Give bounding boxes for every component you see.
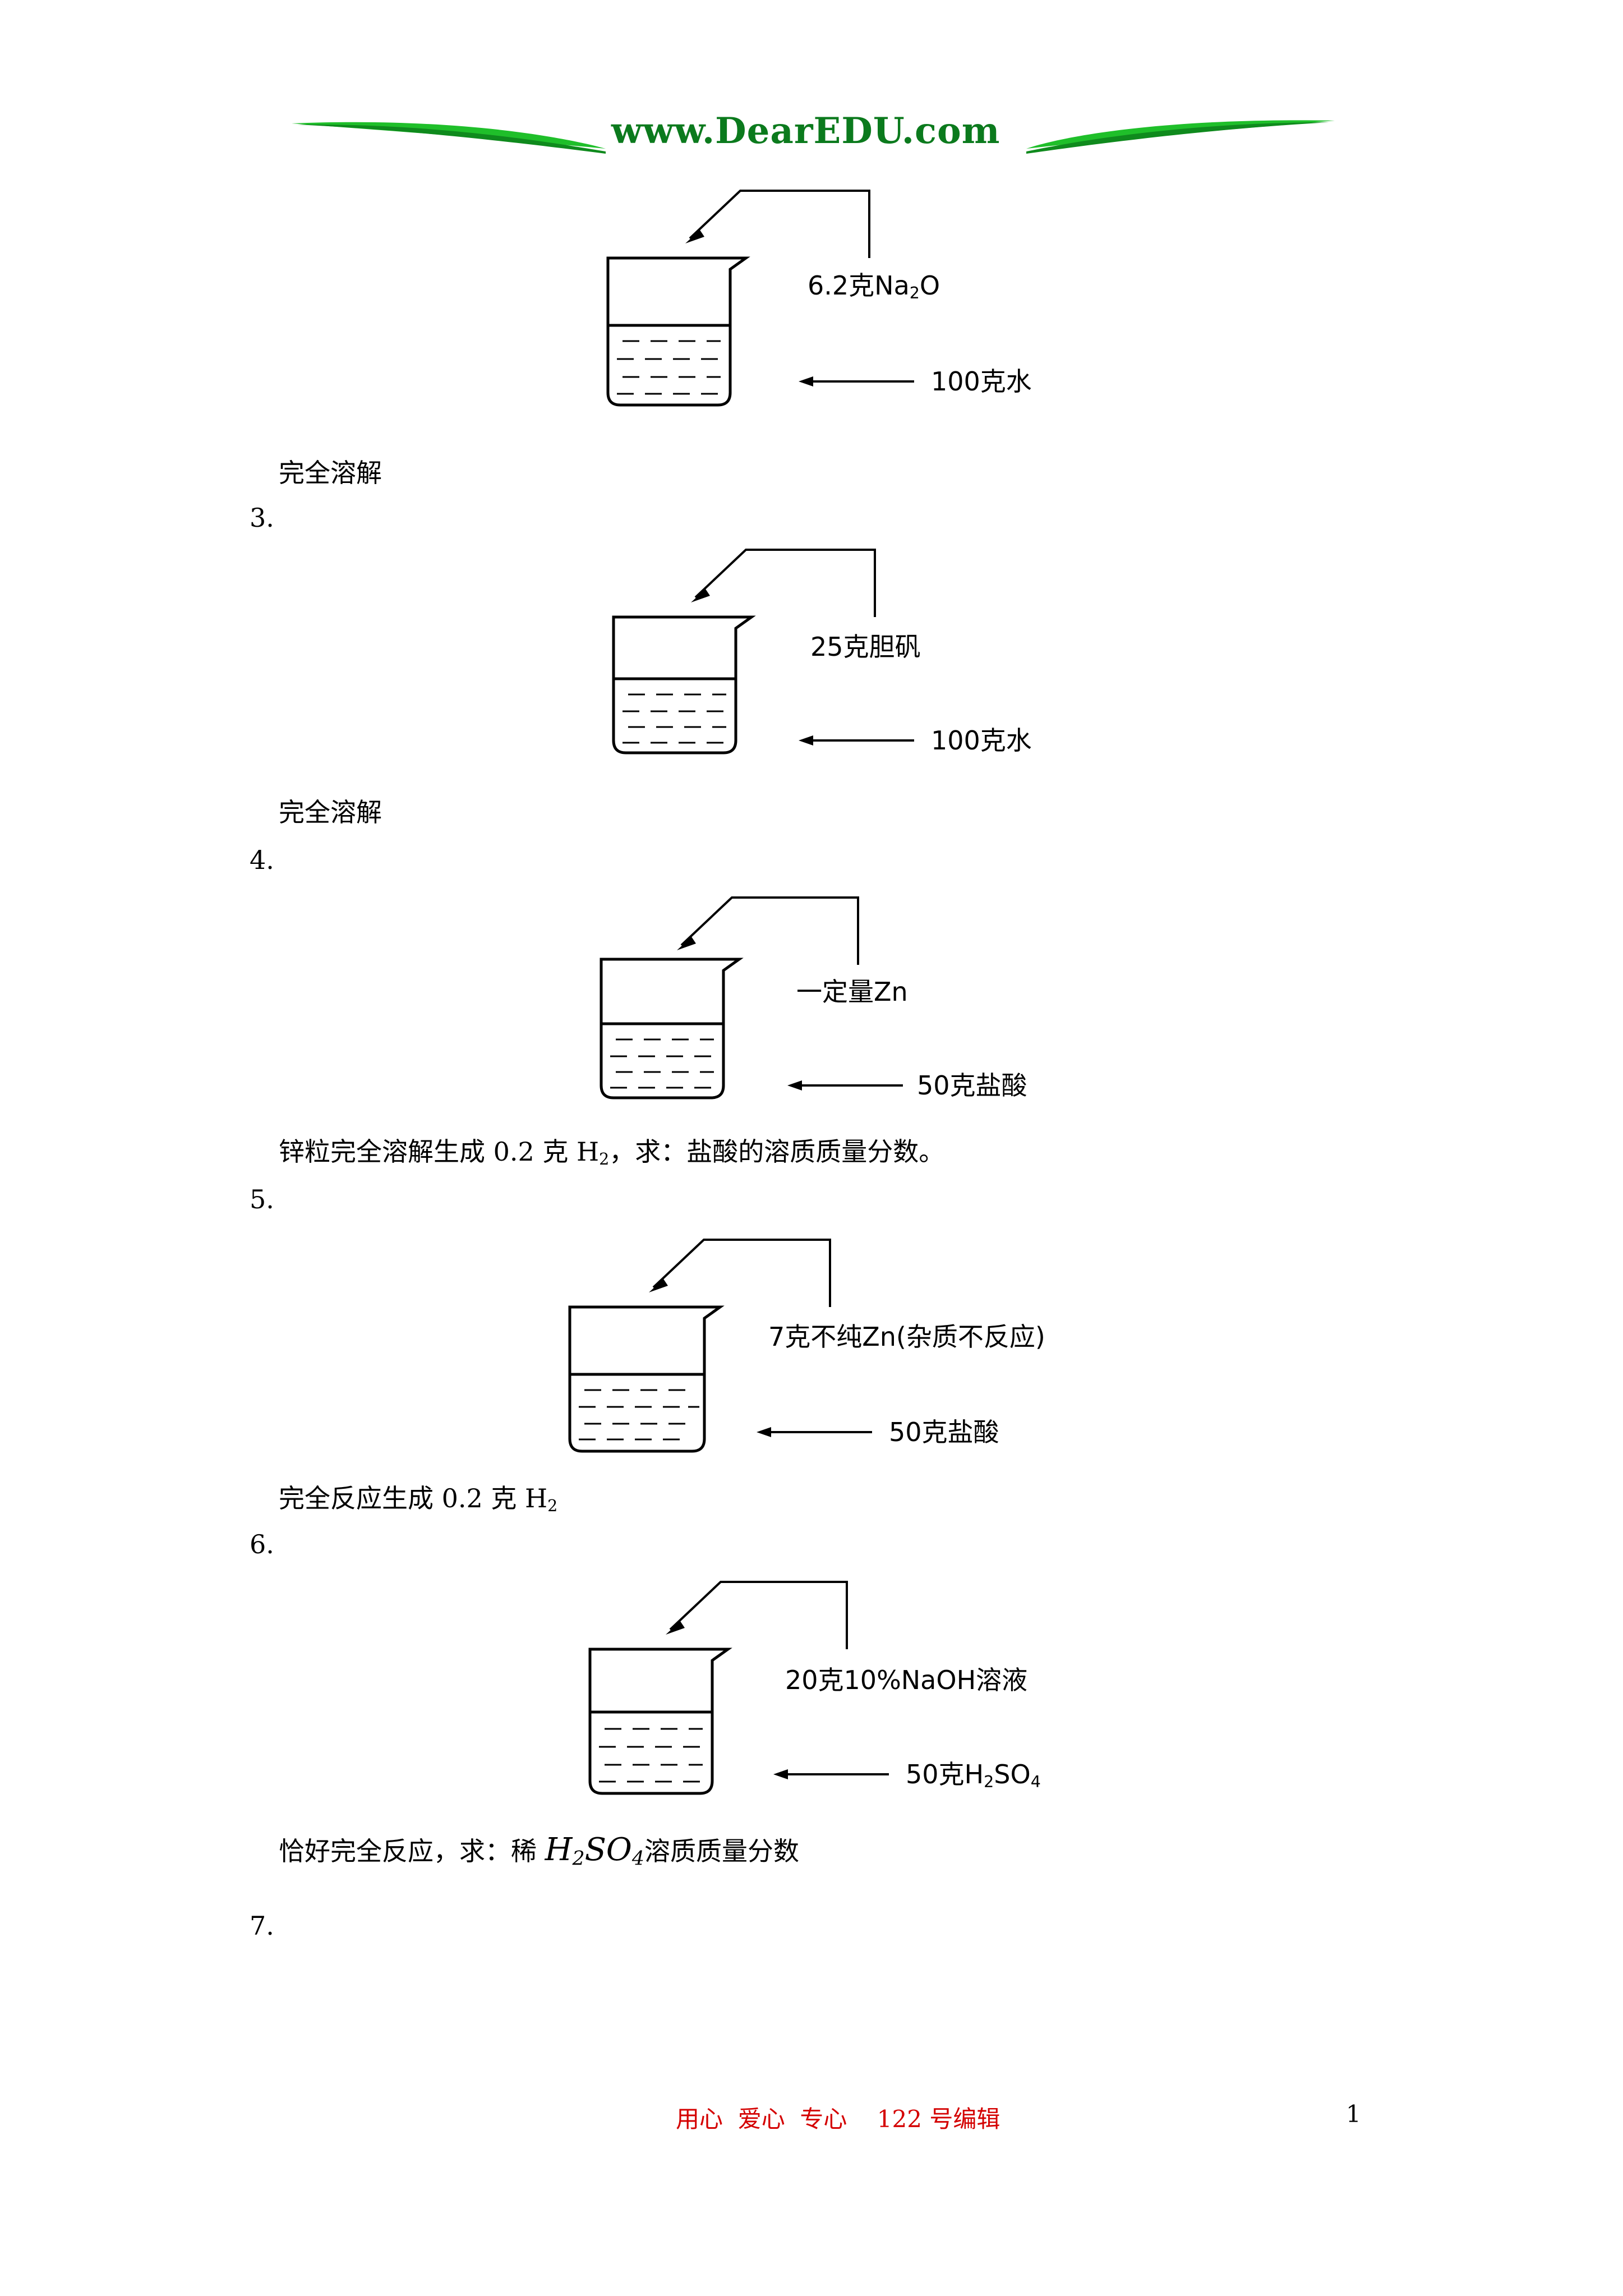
arrow-down-left-5 xyxy=(649,1239,831,1307)
problem-number-7: 7. xyxy=(250,1911,274,1941)
footer-text: 用心 爱心 专心 122 号编辑 xyxy=(676,2105,1000,2133)
logo-swoosh xyxy=(292,120,1335,154)
liquid-label-5: 50克盐酸 xyxy=(889,1417,999,1447)
arrow-left-6 xyxy=(773,1769,889,1779)
beaker-diagram-1 xyxy=(606,256,750,407)
page-number: 1 xyxy=(1346,2100,1361,2128)
problem-number-6: 6. xyxy=(250,1529,274,1559)
problem-number-3: 3. xyxy=(250,503,274,533)
caption-4: 锌粒完全溶解生成 0.2 克 H2，求：盐酸的溶质质量分数。 xyxy=(279,1137,945,1169)
beaker-diagram-5 xyxy=(568,1305,725,1453)
formula-h2so4: H2SO4 xyxy=(545,1832,644,1870)
problem-number-5: 5. xyxy=(250,1184,274,1214)
arrow-down-left-6 xyxy=(666,1581,848,1649)
beaker-diagram-4 xyxy=(600,958,744,1099)
liquid-label-3: 100克水 xyxy=(931,725,1032,756)
liquid-label-1: 100克水 xyxy=(931,366,1032,397)
liquid-label-6: 50克H2SO4 xyxy=(906,1759,1041,1792)
reagent-label-5: 7克不纯Zn(杂质不反应) xyxy=(768,1322,1045,1352)
arrow-down-left-4 xyxy=(677,896,859,965)
arrow-down-left-3 xyxy=(691,549,876,617)
arrow-left-1 xyxy=(799,376,914,386)
caption-1: 完全溶解 xyxy=(279,458,382,488)
liquid-label-4: 50克盐酸 xyxy=(917,1070,1027,1101)
problem-number-4: 4. xyxy=(250,845,274,875)
caption-6: 恰好完全反应，求：稀 H2SO4溶质质量分数 xyxy=(279,1832,799,1870)
beaker-diagram-3 xyxy=(612,615,756,754)
arrow-down-left-1 xyxy=(685,190,870,258)
caption-5: 完全反应生成 0.2 克 H2 xyxy=(279,1483,558,1516)
reagent-label-6: 20克10%NaOH溶液 xyxy=(785,1665,1028,1695)
reagent-label-3: 25克胆矾 xyxy=(810,632,921,662)
reagent-label-4: 一定量Zn xyxy=(796,977,908,1007)
arrow-left-4 xyxy=(787,1080,903,1091)
arrow-left-3 xyxy=(799,735,914,746)
caption-3: 完全溶解 xyxy=(279,797,382,827)
reagent-label-1: 6.2克Na2O xyxy=(808,270,940,303)
logo-text: www.DearEDU.com xyxy=(611,110,1000,152)
beaker-diagram-6 xyxy=(588,1648,732,1795)
arrow-left-5 xyxy=(757,1427,872,1437)
